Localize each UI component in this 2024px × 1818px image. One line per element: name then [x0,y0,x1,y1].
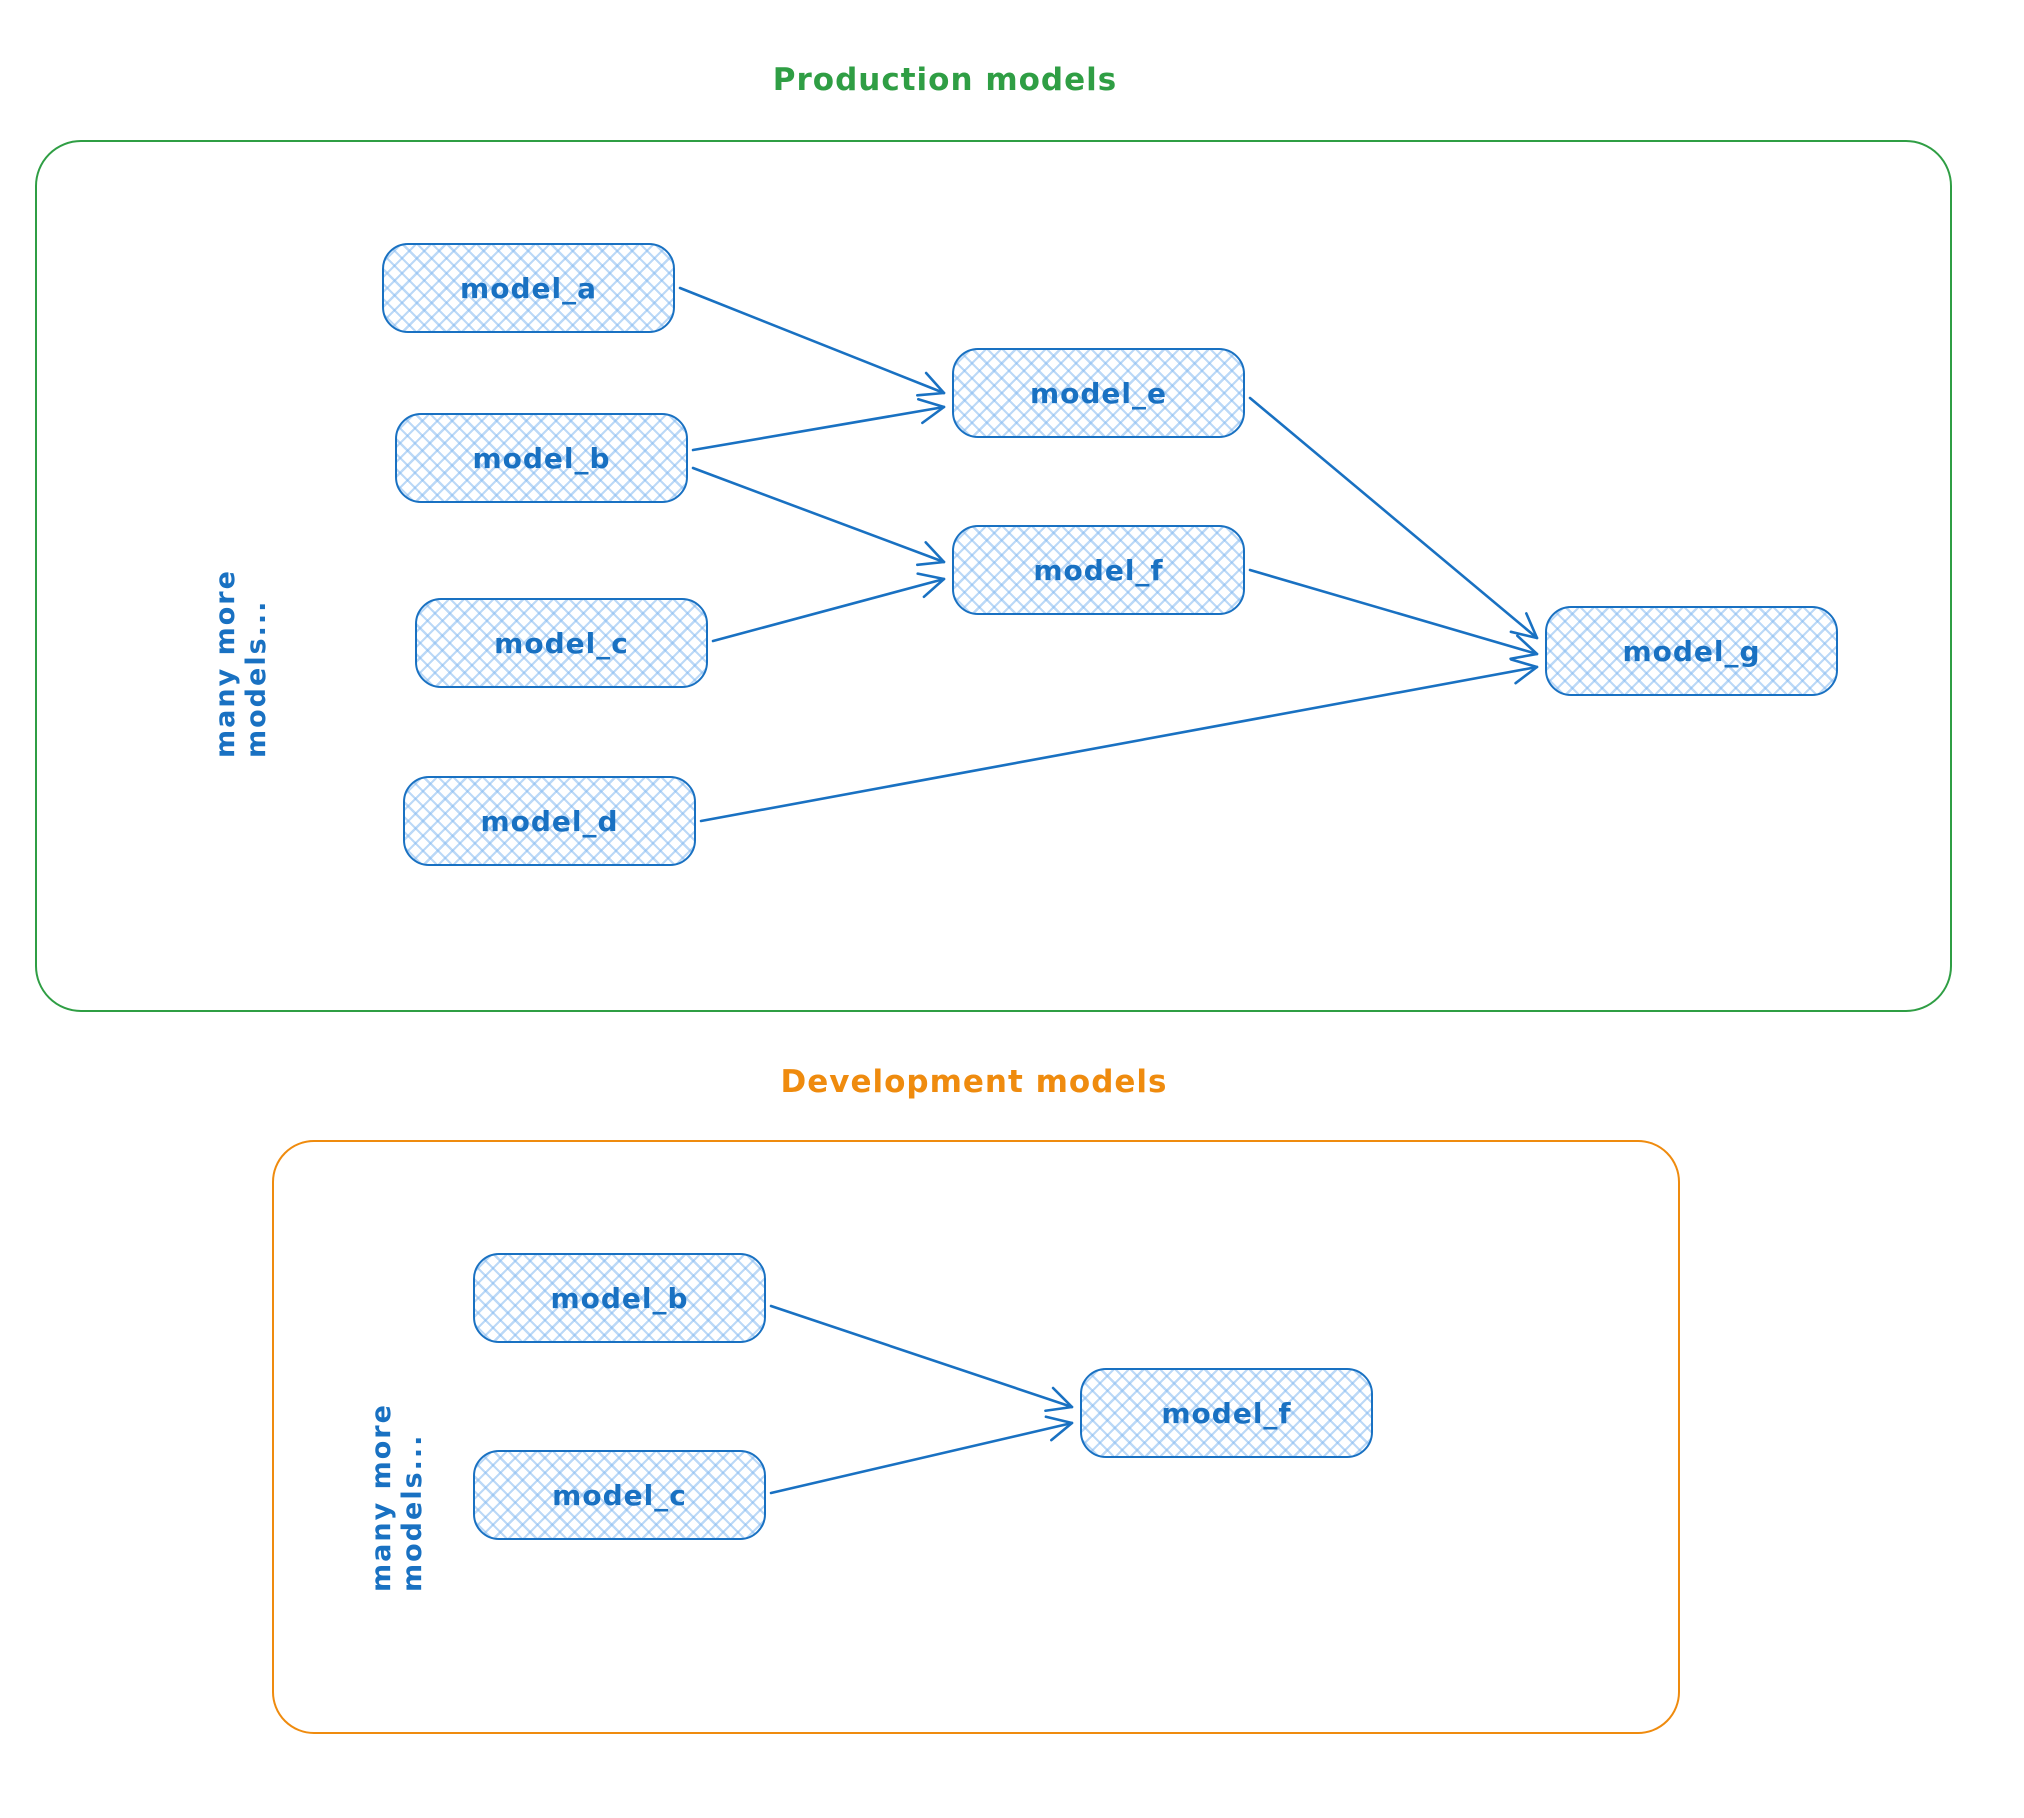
development-frame [272,1140,1680,1734]
node-model-f: model_f [952,525,1245,615]
node-model-d: model_d [403,776,696,866]
node-model-f-label: model_f [1033,553,1164,587]
production-frame [35,140,1952,1012]
node-model-a: model_a [382,243,675,333]
dev-node-model-b-label: model_b [550,1281,689,1315]
dev-node-model-f: model_f [1080,1368,1373,1458]
dev-node-model-f-label: model_f [1161,1396,1292,1430]
production-more-models-label: many more models... [210,569,272,758]
dev-node-model-c: model_c [473,1450,766,1540]
node-model-e-label: model_e [1029,376,1168,410]
production-section-title: Production models [772,62,1118,98]
node-model-e: model_e [952,348,1245,438]
dev-node-model-c-label: model_c [552,1478,687,1512]
node-model-b-label: model_b [472,441,611,475]
dev-node-model-b: model_b [473,1253,766,1343]
development-more-models-label: many more models... [366,1403,428,1592]
node-model-b: model_b [395,413,688,503]
node-model-g-label: model_g [1622,634,1761,668]
development-section-title: Development models [780,1064,1168,1100]
node-model-g: model_g [1545,606,1838,696]
node-model-c: model_c [415,598,708,688]
node-model-d-label: model_d [480,804,619,838]
node-model-a-label: model_a [460,271,597,305]
node-model-c-label: model_c [494,626,629,660]
